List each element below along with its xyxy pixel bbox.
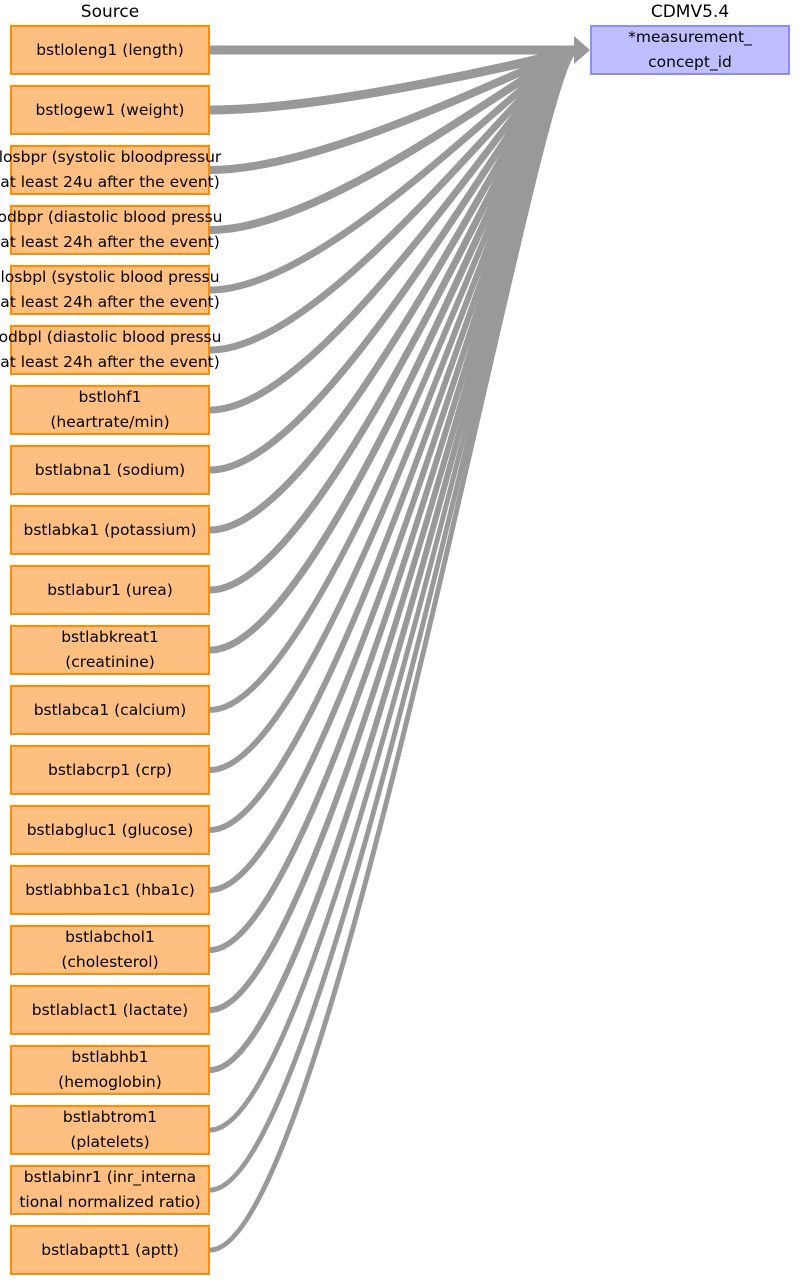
source-node-label: odbpl (diastolic blood pressu at least 2… [0,328,222,371]
source-node[interactable]: bstlabinr1 (inr_interna tional normalize… [10,1165,210,1215]
source-node[interactable]: bstlabtrom1 (platelets) [10,1105,210,1155]
source-node-label: bstlabhba1c1 (hba1c) [25,880,195,899]
source-node-label: bstlabkreat1 (creatinine) [61,628,159,671]
source-node-label: bstlohf1 (heartrate/min) [50,388,170,431]
source-node-label: bstlablact1 (lactate) [31,1000,189,1019]
target-column-header: CDMV5.4 [650,2,730,22]
source-node[interactable]: bstloleng1 (length) [10,25,210,75]
source-node[interactable]: bstlabca1 (calcium) [10,685,210,735]
source-node-label: bstlabchol1 (cholesterol) [61,928,159,971]
source-node[interactable]: bstlabgluc1 (glucose) [10,805,210,855]
target-node-label: *measurement_ concept_id [628,28,752,71]
source-node[interactable]: odbpr (diastolic blood pressu at least 2… [0,205,222,255]
source-node-label: odbpr (diastolic blood pressu at least 2… [0,208,223,251]
source-column-header: Source [80,2,140,22]
source-node-label: bstlabtrom1 (platelets) [62,1108,158,1151]
mapping-link [209,47,578,953]
source-node-label: losbpl (systolic blood pressu at least 2… [0,268,220,311]
source-node-label: losbpr (systolic bloodpressur at least 2… [0,148,222,191]
source-node-label: bstlabka1 (potassium) [23,520,197,539]
source-node-label: bstlabur1 (urea) [47,580,173,599]
source-node[interactable]: losbpl (systolic blood pressu at least 2… [0,265,220,315]
source-node[interactable]: bstlabchol1 (cholesterol) [10,925,210,975]
source-node-label: bstloleng1 (length) [36,40,184,59]
source-node[interactable]: bstlabcrp1 (crp) [10,745,210,795]
source-node[interactable]: bstlabhba1c1 (hba1c) [10,865,210,915]
source-node-label: bstlabcrp1 (crp) [48,760,172,779]
target-arrowhead [574,36,590,64]
source-node[interactable]: bstlabka1 (potassium) [10,505,210,555]
source-node[interactable]: bstlabkreat1 (creatinine) [10,625,210,675]
source-node-label: bstlabinr1 (inr_interna tional normalize… [19,1168,201,1211]
source-node[interactable]: odbpl (diastolic blood pressu at least 2… [0,325,221,375]
source-node-label: bstlabna1 (sodium) [34,460,186,479]
mapping-link [209,47,578,893]
target-node-measurement-concept-id[interactable]: *measurement_ concept_id [590,25,790,75]
source-node[interactable]: bstlabaptt1 (aptt) [10,1225,210,1275]
source-node[interactable]: bstlabhb1 (hemoglobin) [10,1045,210,1095]
source-node[interactable]: bstlabur1 (urea) [10,565,210,615]
source-node-label: bstlogew1 (weight) [35,100,185,119]
source-node-label: bstlabca1 (calcium) [33,700,187,719]
source-node[interactable]: bstlablact1 (lactate) [10,985,210,1035]
source-node[interactable]: losbpr (systolic bloodpressur at least 2… [0,145,221,195]
source-node[interactable]: bstlogew1 (weight) [10,85,210,135]
source-node-label: bstlabhb1 (hemoglobin) [58,1048,162,1091]
mapping-link [209,47,578,1253]
source-node[interactable]: bstlabna1 (sodium) [10,445,210,495]
source-node-label: bstlabaptt1 (aptt) [41,1240,179,1259]
source-node[interactable]: bstlohf1 (heartrate/min) [10,385,210,435]
source-node-label: bstlabgluc1 (glucose) [26,820,194,839]
